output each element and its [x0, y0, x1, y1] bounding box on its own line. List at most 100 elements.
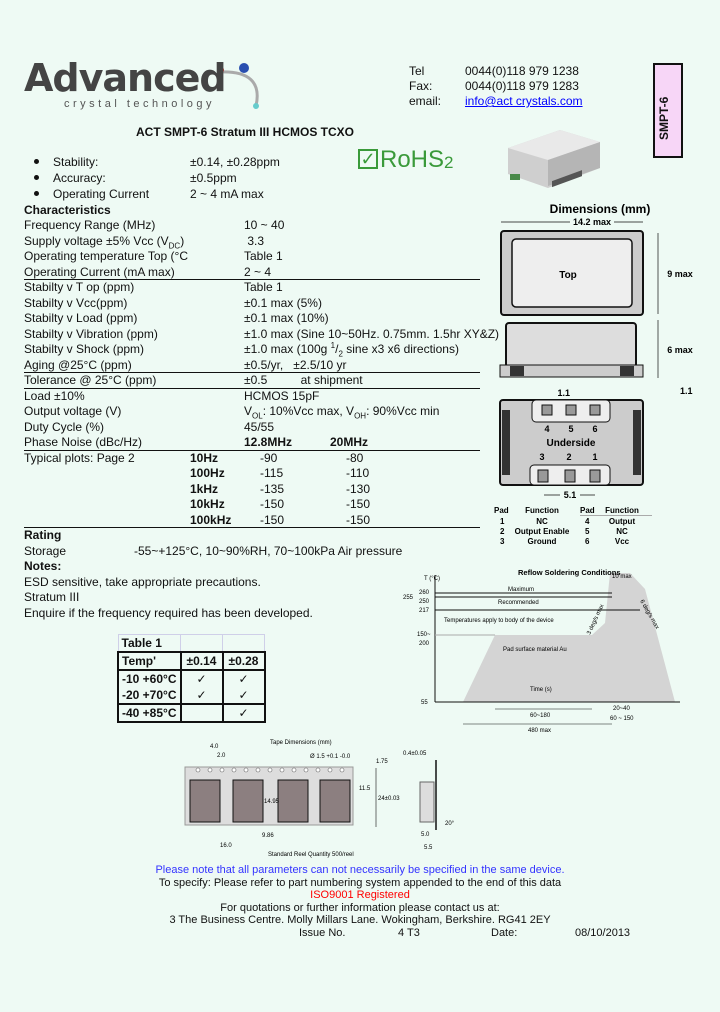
spec-row: Stabilty v Shock (ppm) ±1.0 max (100g 1/2…: [24, 342, 480, 358]
footer-note: Please note that all parameters can not …: [155, 864, 565, 876]
spec-label: Stabilty v Vcc(ppm): [24, 295, 128, 310]
tel-label: Tel: [409, 64, 425, 78]
email-link[interactable]: info@act crystals.com: [465, 94, 583, 108]
note-line: Enquire if the frequency required has be…: [24, 605, 313, 620]
top-view-label: Top: [559, 270, 577, 281]
reflow-y-axis: T (°C): [424, 576, 440, 582]
reel-quantity: Standard Reel Quantity 500/reel: [268, 852, 354, 858]
col-12-8mhz: 12.8MHz: [244, 435, 293, 449]
tick: 200: [419, 641, 430, 647]
pin-label: 3: [539, 452, 544, 462]
value-sub: OL: [252, 411, 263, 421]
pad-material-label: Pad surface material Au: [503, 647, 567, 653]
rohs-badge: ✓RoHS2: [358, 146, 454, 174]
tape-dim: 0.4±0.05: [403, 751, 427, 757]
spec-label: Stabilty v Shock (ppm): [24, 342, 145, 356]
storage-value: -55~+125°C, 10~90%RH, 70~100kPa Air pres…: [134, 543, 403, 558]
temperature-table: Table 1 Temp'±0.14±0.28 -10 +60°C✓✓ -20 …: [117, 634, 266, 723]
t480-label: 480 max: [528, 728, 551, 734]
table-header: ±0.28: [221, 651, 266, 671]
page-title: ACT SMPT-6 Stratum III HCMOS TCXO: [135, 125, 354, 139]
spec-table: Frequency Range (MHz)10 ~ 40 Supply volt…: [24, 218, 499, 621]
check-icon: ✓: [221, 703, 266, 723]
spec-value: ±0.5 at shipment: [244, 373, 363, 387]
underside-label: Underside: [547, 438, 596, 449]
t60-150-label: 60 ~ 150: [610, 716, 634, 722]
recommended-label: Recommended: [498, 600, 539, 606]
noise-12-8: -115: [260, 466, 284, 480]
label-sub: DC: [168, 240, 181, 250]
tick: 150~: [417, 632, 431, 638]
tick: 260: [419, 590, 430, 596]
pin-label: 1: [592, 452, 597, 462]
value-end: sine x3 x6 directions): [342, 342, 459, 356]
reflow-title: Reflow Soldering Conditions: [518, 568, 621, 577]
bullet-value: ±0.5ppm: [190, 171, 237, 185]
spec-value: VOL: 10%Vcc max, VOH: 90%Vcc min: [244, 404, 439, 420]
check-icon: ✓: [179, 669, 224, 687]
spec-row: Operating Current (mA max)2 ~ 4: [24, 265, 480, 280]
check-icon: ✓: [221, 669, 266, 687]
spec-row: Frequency Range (MHz)10 ~ 40: [24, 218, 480, 234]
value-sub: 2: [338, 349, 343, 359]
spec-value: Table 1: [244, 280, 283, 294]
pin-label: 6: [592, 424, 597, 434]
t60-180-label: 60~180: [530, 713, 551, 719]
depth-dim: 6 max: [667, 345, 693, 355]
reflow-diagram: Reflow Soldering Conditions T (°C) 260 2…: [403, 568, 680, 734]
bullet-value: 2 ~ 4 mA max: [190, 187, 264, 201]
spec-value: 3.3: [244, 233, 265, 248]
rohs-text: RoHS: [380, 146, 445, 173]
spec-label: Load ±10%: [24, 388, 85, 403]
value-part: : 10%Vcc max, V: [262, 404, 355, 418]
tape-dim: 1.75: [376, 759, 388, 765]
tick: 250: [419, 599, 430, 605]
note-line: Stratum III: [24, 590, 80, 604]
date-value: 08/10/2013: [575, 926, 631, 939]
width-dim: 14.2 max: [573, 217, 611, 227]
bullet-stability: Stability:±0.14, ±0.28ppm: [34, 155, 280, 169]
spec-row: Stabilty v Load (ppm)±0.1 max (10%): [24, 311, 480, 327]
check-icon: ✓: [358, 149, 378, 169]
issue-number: 4 T3: [398, 926, 420, 939]
noise-12-8: -150: [260, 497, 285, 511]
pad-function: NC: [616, 527, 628, 536]
value-sub: OH: [354, 411, 367, 421]
storage-label: Storage: [24, 543, 67, 558]
bullet-accuracy: Accuracy:±0.5ppm: [34, 171, 237, 185]
spec-row: Output voltage (V)VOL: 10%Vcc max, VOH: …: [24, 404, 480, 420]
empty-cell: [180, 634, 223, 653]
pad-header: Pad: [494, 506, 509, 515]
tick: 55: [421, 700, 428, 706]
pin-label: 5: [568, 424, 573, 434]
noise-20: -110: [346, 466, 370, 480]
tel-number: 0044(0)118 979 1238: [465, 64, 579, 78]
noise-12-8: -135: [260, 481, 285, 496]
noise-12-8: -150: [260, 512, 285, 527]
height-dim: 9 max: [667, 269, 693, 279]
value-part: V: [244, 404, 253, 418]
spec-row: Stabilty v T op (ppm)Table 1: [24, 280, 480, 296]
offset-freq: 10kHz: [190, 497, 225, 511]
tape-dim: 4.0: [210, 744, 219, 750]
phase-noise-row: 100kHz-150-150: [24, 512, 480, 528]
phase-noise-row: 100Hz -115 -110: [24, 466, 480, 482]
offset-freq: 1kHz: [190, 481, 219, 496]
pad-number: 6: [585, 537, 590, 546]
logo-subtitle: crystal technology: [64, 98, 216, 110]
spec-label: Stabilty v Load (ppm): [24, 311, 138, 325]
phase-noise-row: 1kHz-135-130: [24, 482, 480, 498]
spec-value: ±1.0 max (100g 1/2 sine x3 x6 directions…: [244, 342, 459, 358]
table-header: Temp': [117, 651, 182, 671]
check-icon: [179, 703, 224, 723]
pad-number: 4: [585, 517, 590, 526]
rohs-number: 2: [444, 153, 454, 172]
date-label: Date:: [491, 926, 518, 939]
t20-40-label: 20~40: [613, 706, 631, 712]
footer-address: 3 The Business Centre. Molly Millars Lan…: [169, 914, 551, 926]
offset-freq: 100Hz: [190, 466, 225, 480]
